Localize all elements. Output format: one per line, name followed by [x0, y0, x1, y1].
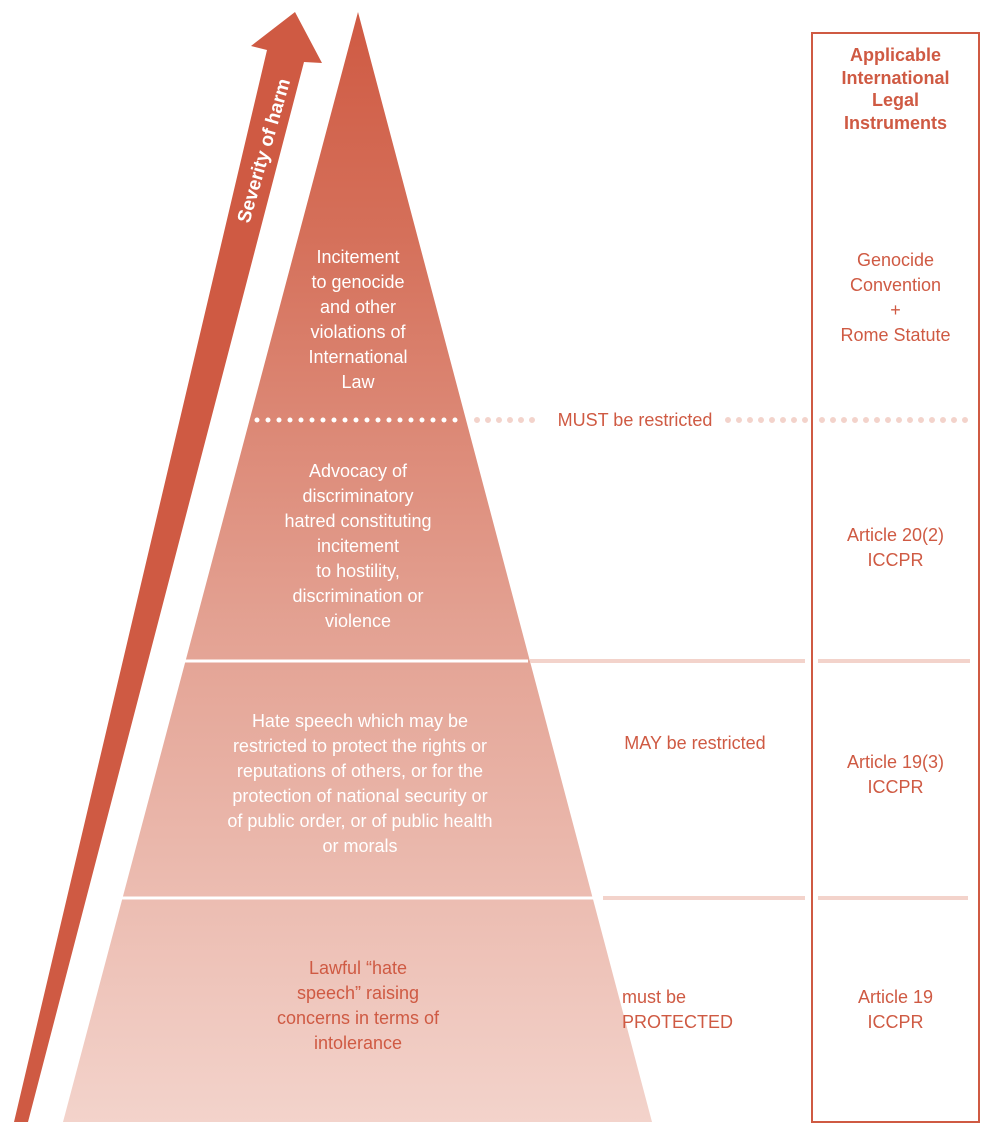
must-restricted-label: MUST be restricted [545, 408, 725, 433]
instrument-article-19: Article 19 ICCPR [857, 987, 934, 1032]
instrument-article-20-2: Article 20(2) ICCPR [846, 525, 945, 570]
instrument-article-19-3: Article 19(3) ICCPR [846, 752, 945, 797]
level-advocacy-text: Advocacy of discriminatory hatred consti… [284, 461, 432, 631]
instruments-header: Applicable International Legal Instrumen… [841, 45, 950, 133]
severity-arrow [14, 12, 322, 1122]
pyramid [63, 12, 652, 1122]
instrument-genocide-rome: Genocide Convention + Rome Statute [840, 250, 951, 345]
level-hate-speech-text: Hate speech which may be restricted to p… [227, 711, 493, 856]
instruments-box [811, 32, 980, 1123]
must-protected-label: must be PROTECTED [622, 987, 734, 1032]
may-restricted-label: MAY be restricted [624, 733, 766, 753]
level-genocide-text: Incitement to genocide and other violati… [308, 247, 408, 392]
level-lawful-text: Lawful “hate speech” raising concerns in… [276, 958, 440, 1053]
